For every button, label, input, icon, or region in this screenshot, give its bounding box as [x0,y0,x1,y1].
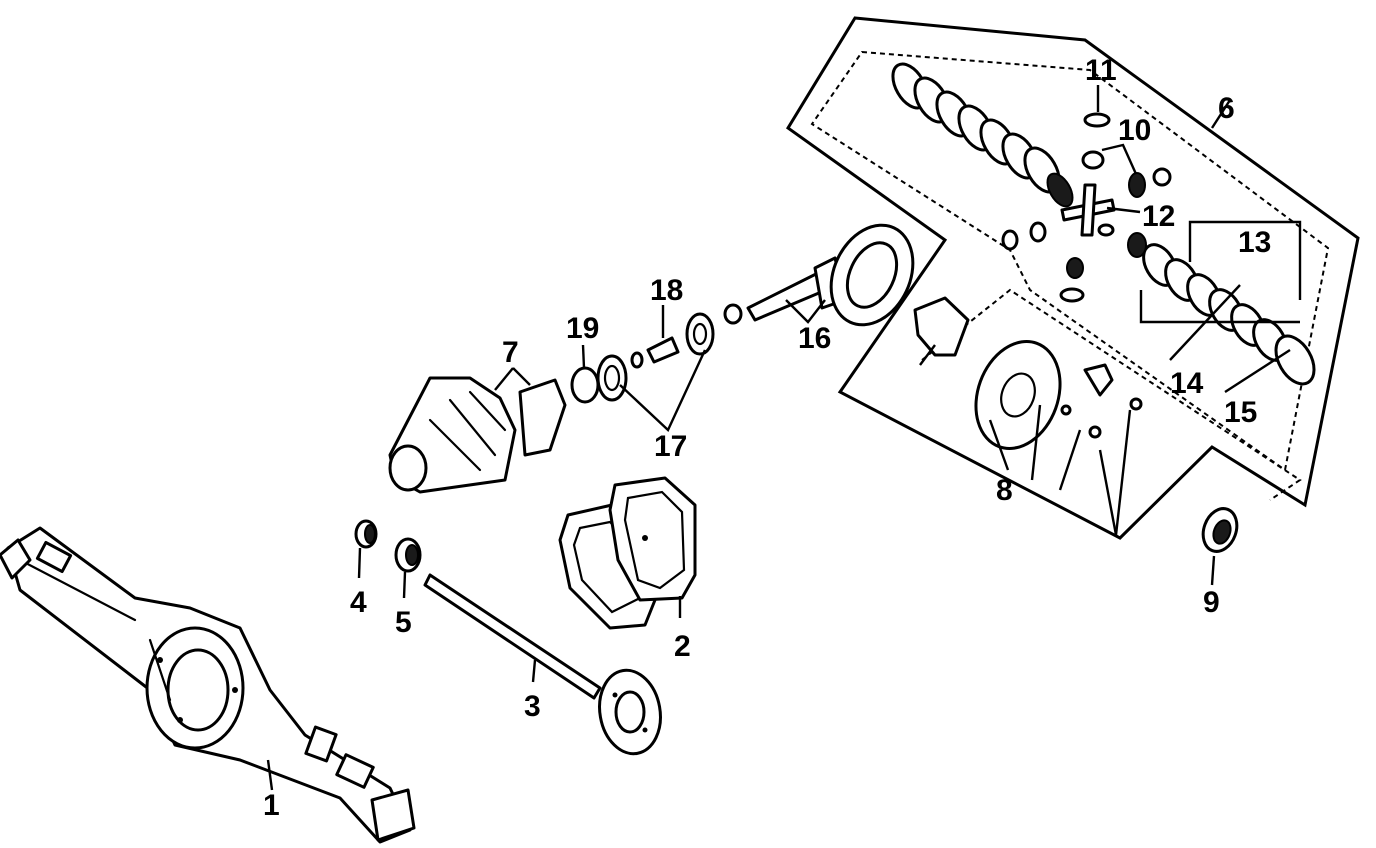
callout-3: 3 [524,690,541,723]
callout-5: 5 [395,606,412,639]
crush-sleeve [630,336,680,369]
callout-2: 2 [674,630,691,663]
callout-labels: 1 2 3 4 5 6 7 8 9 10 11 12 13 14 15 16 1… [263,54,1271,822]
callout-6: 6 [1218,92,1235,125]
callout-7: 7 [502,336,519,369]
callout-1: 1 [263,789,280,822]
axle-bearing [394,537,422,573]
callout-17: 17 [654,430,687,463]
ring-and-pinion [723,223,915,327]
callout-11: 11 [1085,54,1117,87]
spider-gears [1001,112,1172,303]
callout-13: 13 [1238,226,1271,259]
callout-15: 15 [1224,396,1257,429]
kit-box-6 [785,16,1360,540]
callout-4: 4 [350,586,367,619]
cover-and-gasket [558,476,697,630]
differential-case [913,296,1143,450]
axle-seal [354,519,378,549]
clutch-pack-right [1142,243,1316,386]
callout-18: 18 [650,274,683,307]
callout-10: 10 [1118,114,1151,147]
callout-8: 8 [996,474,1013,507]
axle-shaft [423,573,662,756]
clutch-pack-left [891,62,1074,208]
carrier-housing [388,376,567,494]
side-bearing [1201,507,1239,553]
pinion-bearing-front [685,312,715,356]
callout-19: 19 [566,312,599,345]
callout-12: 12 [1142,200,1175,233]
callout-9: 9 [1203,586,1220,619]
leader-lines [266,85,1302,791]
callout-14: 14 [1170,367,1204,400]
pinion-bearing-rear [570,354,628,404]
callout-16: 16 [798,322,831,355]
axle-housing [0,526,416,844]
